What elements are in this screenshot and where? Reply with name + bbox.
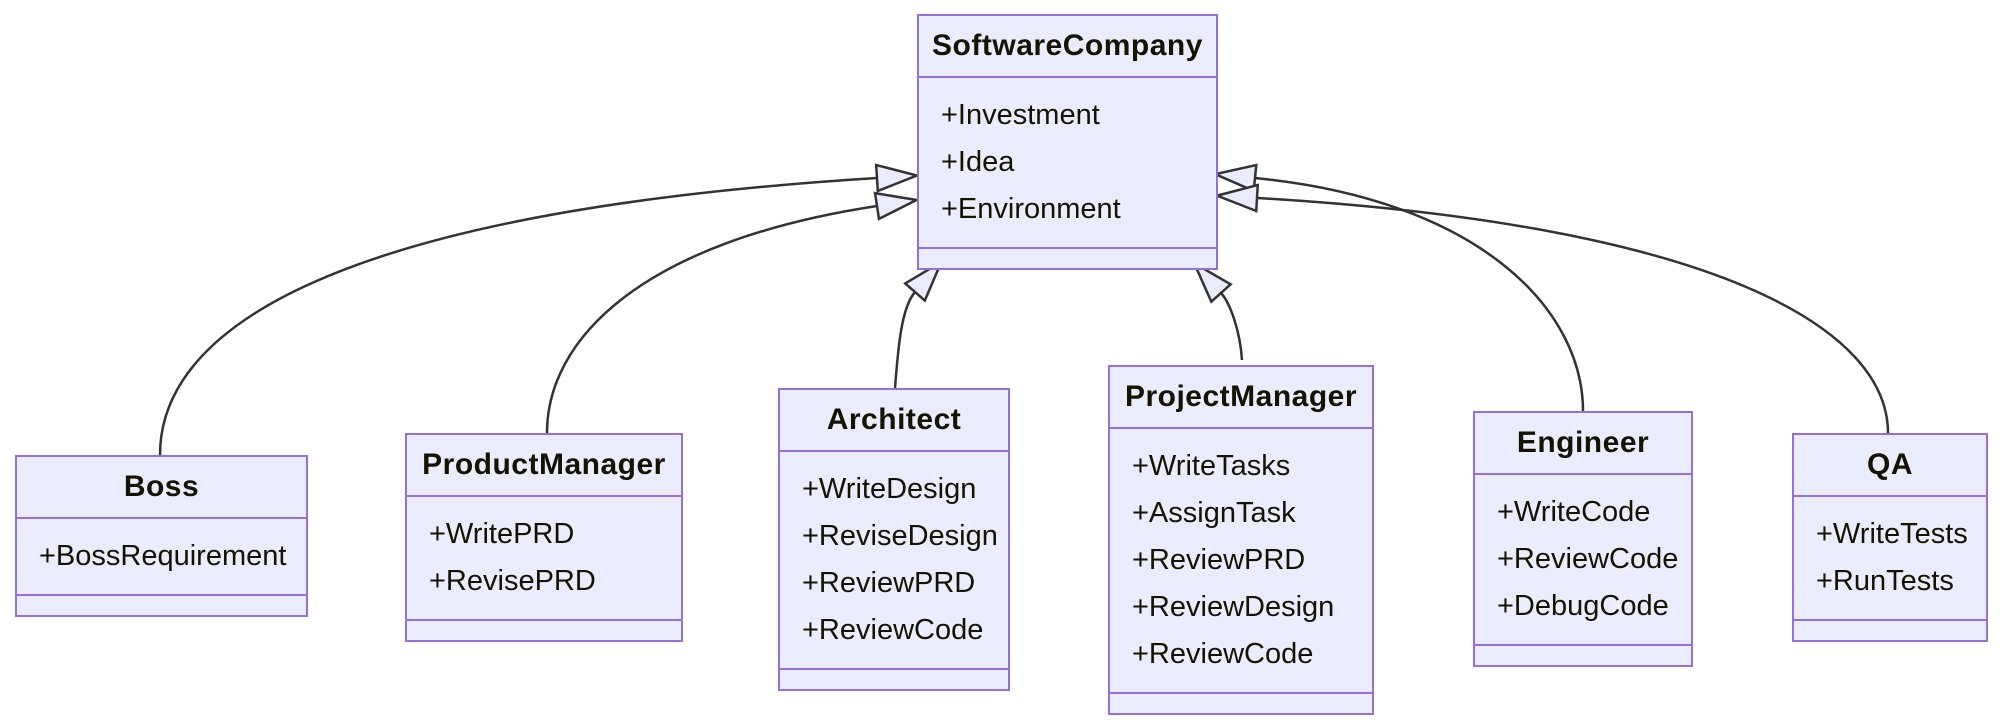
class-member: +AssignTask (1132, 497, 1296, 529)
class-methods-empty (1794, 619, 1986, 640)
class-title: ProductManager (422, 448, 666, 481)
class-title: Boss (123, 470, 200, 503)
class-title: Architect (826, 403, 962, 436)
class-engineer: Engineer +WriteCode +ReviewCode +DebugCo… (1473, 411, 1693, 667)
edge-architect-extends-softwarecompany (893, 292, 915, 389)
class-title: ProjectManager (1124, 380, 1358, 413)
class-productmanager: ProductManager +WritePRD +RevisePRD (405, 433, 683, 642)
class-member: +RunTests (1816, 565, 1954, 597)
class-methods-empty (407, 619, 681, 640)
class-member: +Idea (941, 146, 1015, 178)
class-member: +BossRequirement (39, 540, 287, 572)
class-member: +ReviewPRD (802, 567, 976, 599)
class-member: +RevisePRD (429, 565, 596, 597)
class-boss: Boss +BossRequirement (15, 455, 308, 617)
class-members: +WritePRD +RevisePRD (407, 495, 681, 619)
class-member: +ReviewCode (1132, 638, 1314, 670)
class-member: +ReviseDesign (802, 520, 998, 552)
class-members: +WriteTasks +AssignTask +ReviewPRD +Revi… (1110, 427, 1372, 692)
class-methods-empty (780, 668, 1008, 689)
edge-boss-extends-softwarecompany (158, 178, 877, 456)
class-member: +Investment (941, 99, 1100, 131)
class-architect: Architect +WriteDesign +ReviseDesign +Re… (778, 388, 1010, 691)
class-members: +Investment +Idea +Environment (919, 76, 1216, 247)
class-member: +WriteCode (1497, 496, 1651, 528)
class-member: +ReviewPRD (1132, 544, 1306, 576)
class-projectmanager: ProjectManager +WriteTasks +AssignTask +… (1108, 365, 1374, 715)
class-member: +WriteDesign (802, 473, 977, 505)
class-member: +WriteTests (1816, 518, 1968, 550)
class-title: Engineer (1516, 426, 1650, 459)
class-members: +WriteDesign +ReviseDesign +ReviewPRD +R… (780, 450, 1008, 668)
class-members: +BossRequirement (17, 517, 306, 594)
class-qa: QA +WriteTests +RunTests (1792, 433, 1988, 642)
class-member: +Environment (941, 193, 1121, 225)
class-softwarecompany: SoftwareCompany +Investment +Idea +Envir… (917, 14, 1218, 270)
class-title: SoftwareCompany (932, 29, 1203, 62)
class-title: QA (1867, 448, 1913, 481)
class-member: +ReviewDesign (1132, 591, 1335, 623)
class-methods-empty (17, 594, 306, 615)
class-member: +ReviewCode (1497, 543, 1679, 575)
edge-projectmanager-extends-softwarecompany (1221, 293, 1244, 361)
class-members: +WriteTests +RunTests (1794, 495, 1986, 619)
class-methods-empty (1475, 644, 1691, 665)
class-methods-empty (1110, 692, 1372, 713)
class-methods-empty (919, 247, 1216, 268)
class-member: +DebugCode (1497, 590, 1669, 622)
class-member: +ReviewCode (802, 614, 984, 646)
class-member: +WriteTasks (1132, 450, 1291, 482)
class-member: +WritePRD (429, 518, 575, 550)
class-members: +WriteCode +ReviewCode +DebugCode (1475, 473, 1691, 644)
